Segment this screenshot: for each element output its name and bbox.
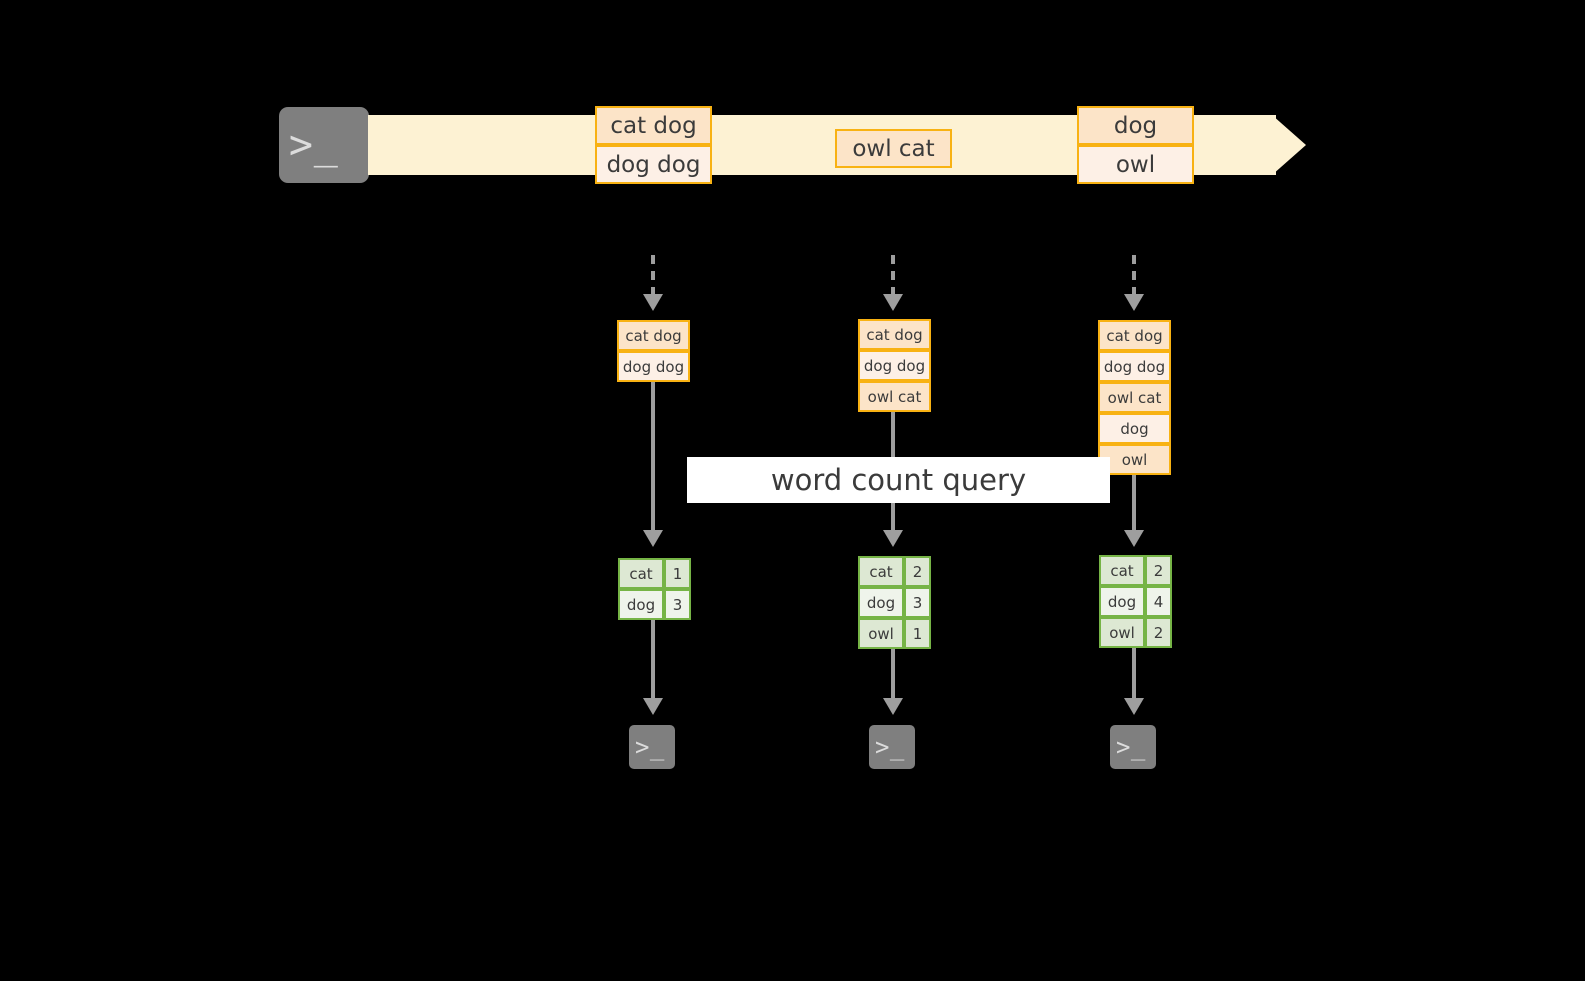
terminal-prompt-glyph: >_ xyxy=(1115,733,1146,761)
result-to-sink-connector xyxy=(1132,648,1136,700)
result-word-cell: dog xyxy=(618,589,664,620)
snapshot-event-box: dog dog xyxy=(858,350,931,381)
sink-terminal-icon: >_ xyxy=(1101,716,1165,778)
sink-terminal-icon: >_ xyxy=(860,716,924,778)
terminal-prompt-glyph: >_ xyxy=(288,122,339,168)
terminal-prompt-glyph: >_ xyxy=(874,733,905,761)
result-to-sink-arrowhead xyxy=(883,698,903,715)
result-to-sink-connector xyxy=(891,649,895,700)
result-count-cell: 1 xyxy=(904,618,931,649)
terminal-prompt-glyph: >_ xyxy=(634,733,665,761)
result-word-cell: owl xyxy=(1099,617,1145,648)
stream-event-box: cat dog xyxy=(595,106,712,145)
stream-to-snapshot-connector xyxy=(651,255,655,297)
snapshot-to-result-connector xyxy=(651,382,655,532)
snapshot-event-box: dog xyxy=(1098,413,1171,444)
stream-to-snapshot-arrowhead xyxy=(883,294,903,311)
result-count-cell: 4 xyxy=(1145,586,1172,617)
snapshot-to-result-arrowhead xyxy=(643,530,663,547)
stream-to-snapshot-connector xyxy=(1132,255,1136,297)
stream-to-snapshot-connector xyxy=(891,255,895,297)
snapshot-event-box: dog dog xyxy=(617,351,690,382)
snapshot-event-box: dog dog xyxy=(1098,351,1171,382)
result-word-cell: dog xyxy=(858,587,904,618)
snapshot-event-box: cat dog xyxy=(858,319,931,350)
result-count-cell: 2 xyxy=(1145,555,1172,586)
snapshot-event-box: cat dog xyxy=(617,320,690,351)
result-count-cell: 2 xyxy=(1145,617,1172,648)
result-word-cell: cat xyxy=(618,558,664,589)
query-label: word count query xyxy=(687,457,1110,503)
stream-event-box: dog dog xyxy=(595,145,712,184)
snapshot-event-box: owl cat xyxy=(858,381,931,412)
stream-event-box: owl cat xyxy=(835,129,952,168)
snapshot-event-box: cat dog xyxy=(1098,320,1171,351)
stream-to-snapshot-arrowhead xyxy=(643,294,663,311)
event-stream-arrowhead xyxy=(1272,115,1306,175)
result-to-sink-connector xyxy=(651,620,655,700)
sink-terminal-icon: >_ xyxy=(620,716,684,778)
snapshot-to-result-arrowhead xyxy=(883,530,903,547)
stream-event-box: dog xyxy=(1077,106,1194,145)
snapshot-event-box: owl xyxy=(1098,444,1171,475)
source-terminal-icon: >_ xyxy=(270,98,378,192)
snapshot-event-box: owl cat xyxy=(1098,382,1171,413)
result-word-cell: dog xyxy=(1099,586,1145,617)
snapshot-to-result-connector xyxy=(1132,474,1136,532)
result-count-cell: 3 xyxy=(904,587,931,618)
result-word-cell: owl xyxy=(858,618,904,649)
snapshot-to-result-arrowhead xyxy=(1124,530,1144,547)
result-word-cell: cat xyxy=(858,556,904,587)
stream-event-box: owl xyxy=(1077,145,1194,184)
result-count-cell: 3 xyxy=(664,589,691,620)
result-count-cell: 2 xyxy=(904,556,931,587)
result-word-cell: cat xyxy=(1099,555,1145,586)
result-to-sink-arrowhead xyxy=(1124,698,1144,715)
result-count-cell: 1 xyxy=(664,558,691,589)
result-to-sink-arrowhead xyxy=(643,698,663,715)
stream-to-snapshot-arrowhead xyxy=(1124,294,1144,311)
